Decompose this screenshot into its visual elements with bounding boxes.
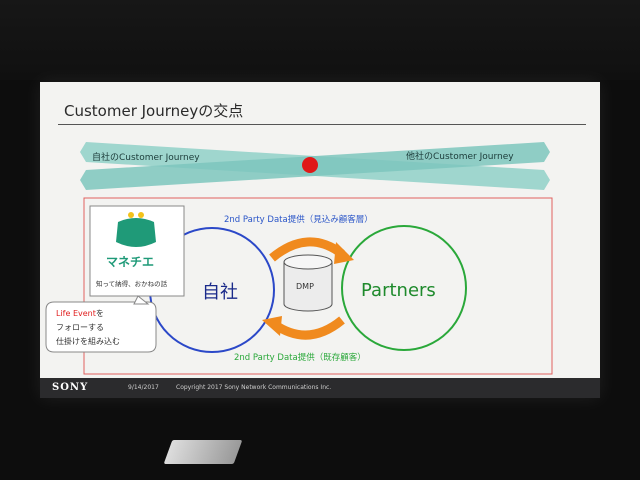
own-journey-label: 自社のCustomer Journey [92, 151, 200, 163]
own-company-label: 自社 [202, 282, 238, 303]
brand-name: マネチエ [106, 255, 154, 269]
projected-slide: Customer Journeyの交点 自社のCustomer Journey … [40, 82, 600, 398]
sony-logo: SONY [52, 382, 89, 393]
slide-title: Customer Journeyの交点 [64, 102, 244, 120]
top-flow-arrow [269, 237, 345, 262]
dmp-cylinder-icon [283, 254, 333, 312]
callout-bubble [45, 301, 157, 353]
slide-footer: SONY 9/14/2017 Copyright 2017 Sony Netwo… [40, 378, 600, 398]
callout-line-2: フォローする [56, 323, 104, 332]
highlight-frame [83, 197, 553, 375]
partners-label: Partners [361, 280, 436, 301]
footer-date: 9/14/2017 [128, 384, 159, 391]
journey-diagram: 自社のCustomer Journey 他社のCustomer Journey … [45, 142, 553, 375]
room-background [0, 0, 640, 80]
top-flow-label: 2nd Party Data提供（見込み顧客層） [224, 214, 373, 225]
bottom-flow-arrow [271, 316, 345, 340]
intersection-point [302, 157, 318, 173]
other-journey-label: 他社のCustomer Journey [406, 150, 514, 162]
foreground-object [163, 440, 243, 464]
callout-line-1: Life Eventを [56, 309, 104, 318]
callout-highlight: Life Event [56, 309, 96, 318]
bottom-arrow-head [262, 316, 282, 336]
callout-line-3: 仕掛けを組み込む [56, 336, 120, 346]
brand-tagline: 知って納得、おかねの話 [96, 279, 168, 288]
title-rule [58, 124, 586, 125]
partners-circle [341, 225, 467, 351]
coin-purse-icon [116, 212, 156, 247]
dmp-label: DMP [296, 282, 314, 291]
footer-copyright: Copyright 2017 Sony Network Communicatio… [176, 384, 332, 391]
callout-tail [133, 295, 150, 305]
callout-line1-suffix: を [96, 309, 104, 318]
top-arrow-head [334, 242, 354, 264]
bottom-flow-label: 2nd Party Data提供（既存顧客） [234, 352, 366, 363]
